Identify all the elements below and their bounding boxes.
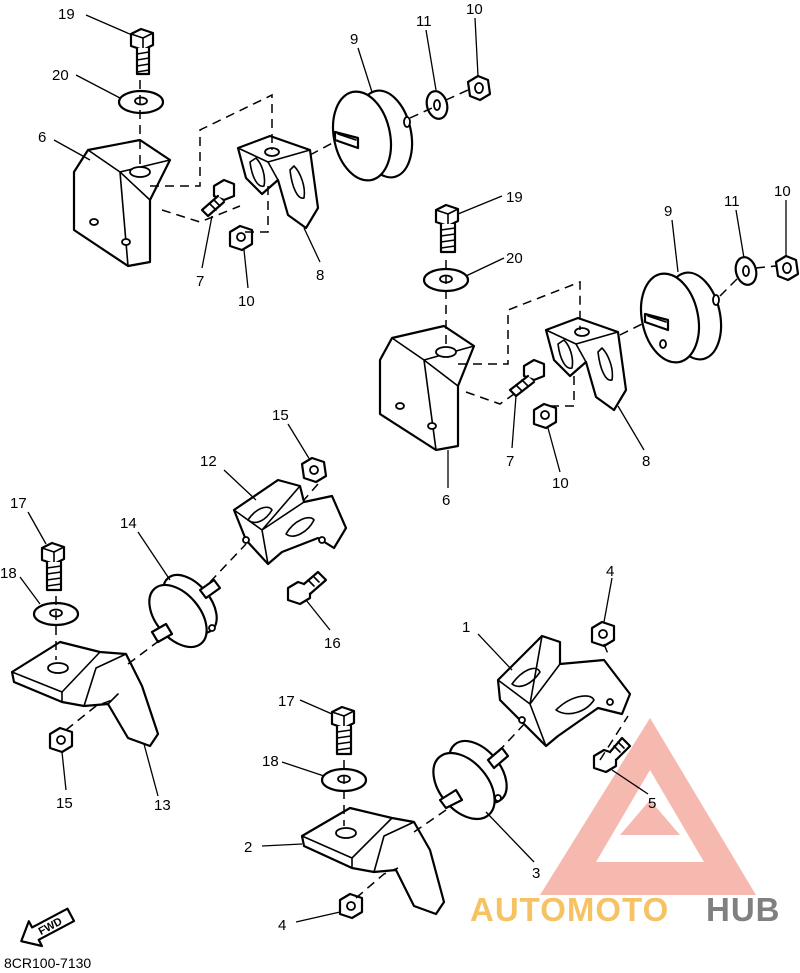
callout-5: 5 <box>648 795 656 812</box>
mount-bracket-icon <box>496 634 632 748</box>
frame-bracket-icon <box>378 324 476 452</box>
frame-bracket-icon <box>72 138 172 268</box>
flange-nut-icon <box>466 74 492 102</box>
watermark-triangle-icon <box>540 718 756 895</box>
callout-18: 18 <box>0 565 17 582</box>
washer-icon <box>734 256 758 286</box>
callout-19: 19 <box>58 6 75 23</box>
callout-15: 15 <box>56 795 73 812</box>
flange-nut-icon <box>590 620 616 648</box>
rubber-damper-icon <box>639 271 723 364</box>
callout-9: 9 <box>350 31 358 48</box>
bolt-icon <box>129 27 155 76</box>
callout-7: 7 <box>506 453 514 470</box>
right-mount-assembly <box>378 203 800 452</box>
left-lower-mount-assembly <box>10 456 348 754</box>
callout-12: 12 <box>200 453 217 470</box>
bolt-icon <box>592 736 632 774</box>
watermark-text-hub: HUB <box>706 891 781 928</box>
callout-11: 11 <box>416 13 432 30</box>
callout-6: 6 <box>442 492 450 509</box>
callout-2: 2 <box>244 839 252 856</box>
watermark-text-auto: AUTOMOTO <box>470 891 669 928</box>
callout-3: 3 <box>532 865 540 882</box>
callout-4: 4 <box>278 917 286 934</box>
callout-6: 6 <box>38 129 46 146</box>
frame-bracket-icon <box>10 640 160 748</box>
flange-nut-icon <box>774 254 800 282</box>
callout-20: 20 <box>506 250 523 267</box>
bolt-icon <box>330 705 356 756</box>
leader-lines <box>19 14 787 923</box>
callout-10: 10 <box>238 293 255 310</box>
mount-bracket-icon <box>544 316 628 412</box>
mount-bracket-icon <box>232 478 348 566</box>
flange-nut-icon <box>228 224 254 252</box>
callout-8: 8 <box>316 267 324 284</box>
diagram-code: 8CR100-7130 <box>4 955 91 971</box>
callout-10: 10 <box>552 475 569 492</box>
mount-bracket-icon <box>236 134 320 230</box>
bolt-icon <box>200 178 236 218</box>
callout-20: 20 <box>52 67 69 84</box>
fwd-arrow-icon: FWD <box>20 907 76 948</box>
flange-nut-icon <box>300 456 328 484</box>
washer-icon <box>117 89 165 115</box>
callout-18: 18 <box>262 753 279 770</box>
washer-icon <box>425 90 449 120</box>
callout-labels: 19 20 6 9 11 10 7 10 8 19 20 9 11 10 7 1… <box>0 1 791 934</box>
callout-17: 17 <box>10 495 27 512</box>
callout-13: 13 <box>154 797 171 814</box>
top-left-mount-assembly <box>72 27 492 268</box>
callout-11: 11 <box>724 193 740 210</box>
rubber-damper-icon <box>331 89 414 182</box>
flange-nut-icon <box>48 726 74 754</box>
bolt-icon <box>434 203 460 254</box>
bolt-icon <box>286 570 328 606</box>
callout-19: 19 <box>506 189 523 206</box>
flange-nut-icon <box>532 402 558 430</box>
flange-nut-icon <box>338 892 364 920</box>
watermark-logo: AUTOMOTO HUB <box>470 718 781 928</box>
callout-9: 9 <box>664 203 672 220</box>
frame-bracket-icon <box>300 806 446 916</box>
callout-10: 10 <box>466 1 483 18</box>
callout-1: 1 <box>462 619 470 636</box>
bolt-icon <box>508 358 546 398</box>
callout-15: 15 <box>272 407 289 424</box>
callout-4: 4 <box>606 563 614 580</box>
bolt-icon <box>40 541 66 592</box>
right-lower-mount-assembly <box>300 620 632 920</box>
callout-8: 8 <box>642 453 650 470</box>
callout-14: 14 <box>120 515 137 532</box>
callout-10: 10 <box>774 183 791 200</box>
callout-7: 7 <box>196 273 204 290</box>
rubber-damper-icon <box>148 573 222 649</box>
rubber-damper-icon <box>432 739 510 821</box>
callout-17: 17 <box>278 693 295 710</box>
callout-16: 16 <box>324 635 341 652</box>
